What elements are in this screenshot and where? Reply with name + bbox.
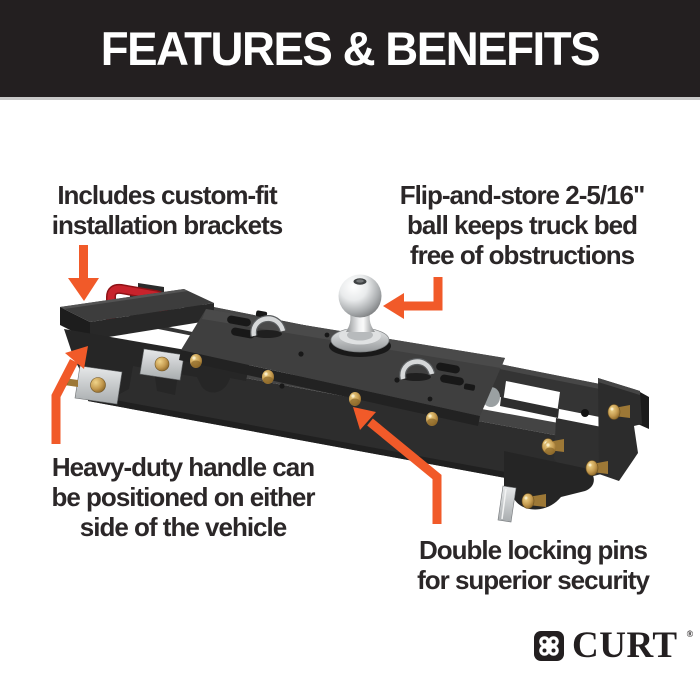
annotation-line: Double locking pins	[418, 535, 648, 565]
header-divider	[0, 97, 700, 100]
annotation-line: be positioned on either	[51, 482, 315, 512]
curt-logo: CURT ®	[534, 625, 694, 666]
annotation-installation-brackets: Includes custom-fit installation bracket…	[22, 180, 312, 240]
arrow-locking-pins	[353, 407, 442, 524]
annotation-line: side of the vehicle	[79, 512, 287, 542]
left-end-plate	[60, 289, 214, 340]
right-bracket	[497, 378, 642, 523]
annotation-flip-ball: Flip-and-store 2-5/16" ball keeps truck …	[372, 180, 672, 270]
annotation-line: Heavy-duty handle can	[51, 452, 315, 482]
header-banner: FEATURES & BENEFITS	[0, 0, 700, 97]
annotation-line: Flip-and-store 2-5/16"	[399, 180, 646, 210]
arrow-installation-brackets	[68, 245, 99, 301]
brand-name: CURT	[572, 625, 678, 666]
hitch-ball	[329, 274, 391, 357]
annotation-line: Includes custom-fit	[57, 180, 277, 210]
annotation-line: for superior security	[417, 565, 650, 595]
registered-mark: ®	[686, 629, 694, 639]
left-bracket	[59, 329, 250, 405]
annotation-handle: Heavy-duty handle can be positioned on e…	[25, 452, 341, 542]
page-title: FEATURES & BENEFITS	[100, 22, 601, 75]
callout-arrows	[51, 245, 443, 524]
annotation-line: free of obstructions	[409, 240, 635, 270]
annotation-line: ball keeps truck bed	[407, 210, 638, 240]
plate-slots	[227, 310, 476, 402]
arrow-handle	[51, 346, 88, 444]
annotation-line: installation brackets	[51, 210, 283, 240]
curt-logo-icon	[534, 631, 564, 661]
arrow-flip-ball	[383, 277, 443, 319]
brass-pins	[190, 354, 556, 455]
annotation-locking-pins: Double locking pins for superior securit…	[383, 535, 683, 595]
locking-bolts	[521, 404, 630, 509]
gooseneck-hitch	[59, 274, 649, 523]
safety-chain-loop-right	[399, 358, 436, 381]
safety-chain-loop-left	[250, 315, 287, 338]
